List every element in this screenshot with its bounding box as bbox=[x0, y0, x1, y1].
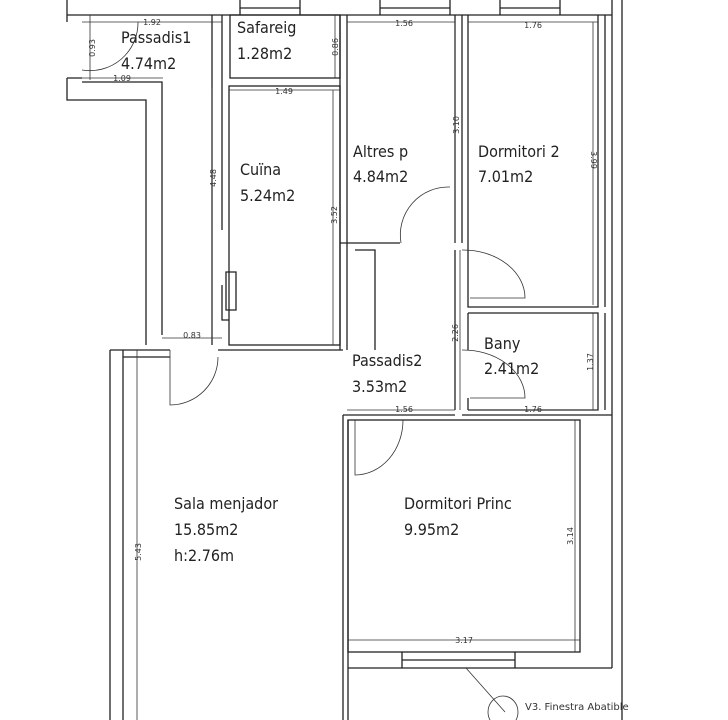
room-bany-name: Bany bbox=[484, 334, 521, 353]
svg-text:3.14: 3.14 bbox=[566, 527, 575, 545]
room-safareig-name: Safareig bbox=[237, 18, 296, 37]
room-princ-name: Dormitori Princ bbox=[404, 494, 512, 513]
room-passadis1-area: 4.74m2 bbox=[121, 54, 176, 73]
svg-text:3.10: 3.10 bbox=[452, 116, 461, 134]
room-princ-area: 9.95m2 bbox=[404, 520, 459, 539]
room-sala-name: Sala menjador bbox=[174, 494, 278, 513]
svg-text:1.09: 1.09 bbox=[113, 74, 131, 83]
door-bany bbox=[461, 349, 526, 399]
room-altres-area: 4.84m2 bbox=[353, 167, 408, 186]
svg-text:2.26: 2.26 bbox=[451, 324, 460, 342]
room-dormitori2-name: Dormitori 2 bbox=[478, 142, 560, 161]
svg-text:0.83: 0.83 bbox=[183, 331, 201, 340]
svg-text:1.49: 1.49 bbox=[275, 87, 293, 96]
room-safareig-area: 1.28m2 bbox=[237, 44, 292, 63]
room-sala-height: h:2.76m bbox=[174, 546, 234, 565]
door-princ bbox=[354, 419, 404, 476]
svg-text:1.76: 1.76 bbox=[524, 405, 542, 414]
room-labels: Passadis1 4.74m2 Safareig 1.28m2 Cuïna 5… bbox=[121, 18, 560, 565]
dimension-labels: 1.92 0.93 1.09 4.48 0.86 1.49 3.52 0.83 … bbox=[88, 18, 598, 645]
room-bany-area: 2.41m2 bbox=[484, 359, 539, 378]
svg-text:5.43: 5.43 bbox=[134, 543, 143, 561]
room-passadis2-area: 3.53m2 bbox=[352, 377, 407, 396]
room-altres-name: Altres p bbox=[353, 142, 408, 161]
svg-text:0.86: 0.86 bbox=[331, 38, 340, 56]
svg-text:3.52: 3.52 bbox=[330, 206, 339, 224]
dimension-lines bbox=[82, 15, 598, 720]
doors bbox=[81, 21, 526, 476]
svg-text:1.92: 1.92 bbox=[143, 18, 161, 27]
door-sala bbox=[169, 350, 219, 406]
svg-text:3.99: 3.99 bbox=[589, 151, 598, 169]
svg-text:0.93: 0.93 bbox=[88, 39, 97, 57]
svg-text:1.56: 1.56 bbox=[395, 405, 413, 414]
room-sala-area: 15.85m2 bbox=[174, 520, 238, 539]
svg-text:1.56: 1.56 bbox=[395, 19, 413, 28]
room-cuina-area: 5.24m2 bbox=[240, 186, 295, 205]
door-passadis1 bbox=[81, 21, 139, 72]
svg-text:1.37: 1.37 bbox=[586, 353, 595, 371]
room-dormitori2-area: 7.01m2 bbox=[478, 167, 533, 186]
svg-text:1.76: 1.76 bbox=[524, 21, 542, 30]
svg-text:V3. Finestra Abatible: V3. Finestra Abatible bbox=[525, 702, 629, 713]
room-passadis1-name: Passadis1 bbox=[121, 28, 191, 47]
svg-text:3.17: 3.17 bbox=[455, 636, 473, 645]
room-cuina-name: Cuïna bbox=[240, 160, 281, 179]
window-annotation: V3. Finestra Abatible bbox=[465, 667, 629, 720]
door-altres bbox=[399, 186, 451, 244]
room-passadis2-name: Passadis2 bbox=[352, 351, 422, 370]
door-dormitori2 bbox=[461, 249, 526, 299]
svg-text:4.48: 4.48 bbox=[209, 169, 218, 187]
